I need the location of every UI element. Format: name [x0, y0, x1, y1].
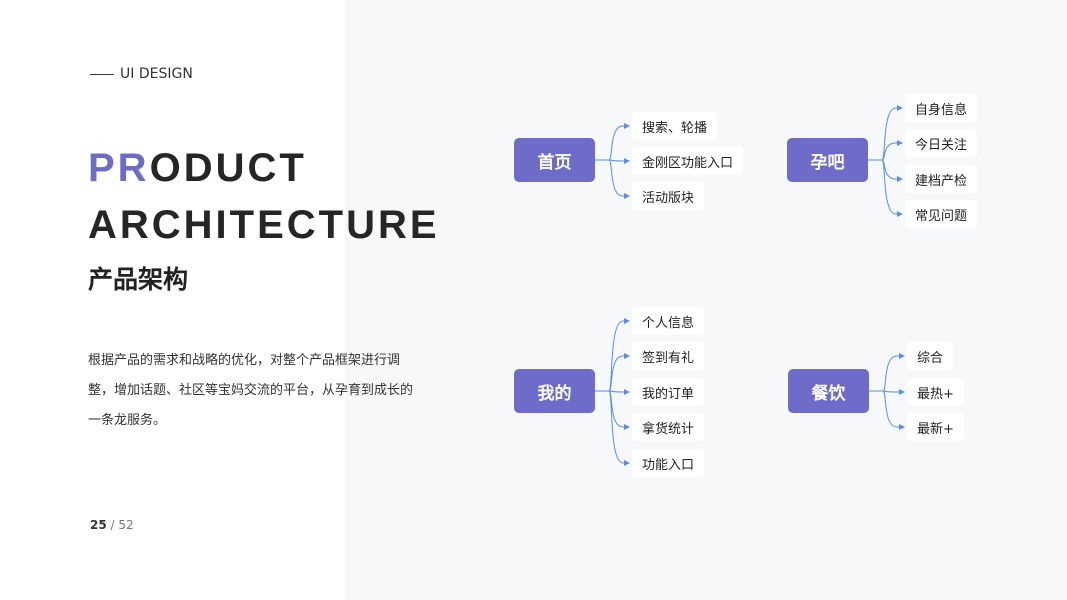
connector-arrow: [608, 389, 630, 395]
child-node[interactable]: 功能入口: [632, 449, 705, 477]
child-node[interactable]: 今日关注: [905, 129, 978, 157]
child-node[interactable]: 最新+: [907, 413, 964, 441]
connector-arrow: [608, 159, 630, 199]
child-node[interactable]: 最热+: [907, 378, 964, 406]
connector-arrow: [881, 159, 903, 217]
pagination: 25 / 52: [90, 518, 134, 532]
connector-arrow: [881, 140, 903, 161]
connector-arrow: [882, 390, 905, 430]
child-node[interactable]: 综合: [907, 342, 954, 370]
child-node[interactable]: 搜索、轮播: [632, 112, 718, 140]
node-1[interactable]: 孕吧: [787, 138, 868, 182]
child-node[interactable]: 活动版块: [632, 182, 705, 210]
description: 根据产品的需求和战略的优化，对整个产品框架进行调整，增加话题、社区等宝妈交流的平…: [88, 353, 414, 428]
page-total: 52: [118, 518, 134, 532]
page-current: 25: [90, 518, 107, 532]
connector-arrow: [881, 159, 903, 182]
connector-arrow: [882, 389, 905, 395]
node-2[interactable]: 我的: [514, 369, 595, 413]
connector-arrow: [608, 158, 630, 164]
title-line2: ARCHITECTURE: [88, 203, 440, 247]
child-node[interactable]: 金刚区功能入口: [632, 147, 744, 175]
child-node[interactable]: 常见问题: [905, 200, 978, 228]
page-title: PRODUCT ARCHITECTURE: [88, 140, 440, 254]
title-accent: PR: [88, 146, 150, 190]
child-node[interactable]: 签到有礼: [632, 342, 705, 370]
child-node[interactable]: 自身信息: [905, 94, 978, 122]
child-node[interactable]: 我的订单: [632, 378, 705, 406]
title-line1: ODUCT: [149, 146, 307, 190]
connector-arrow: [608, 390, 630, 466]
page-separator: /: [106, 518, 119, 532]
node-0[interactable]: 首页: [514, 138, 595, 182]
child-node[interactable]: 建档产检: [905, 165, 978, 193]
node-3[interactable]: 餐饮: [788, 369, 869, 413]
child-node[interactable]: 个人信息: [632, 307, 705, 335]
section-tag: UI DESIGN: [90, 66, 193, 82]
connector-arrow: [608, 123, 630, 161]
child-node[interactable]: 拿货统计: [632, 413, 705, 441]
connector-arrow: [882, 353, 905, 392]
subtitle: 产品架构: [88, 265, 189, 294]
connector-arrow: [608, 353, 630, 392]
